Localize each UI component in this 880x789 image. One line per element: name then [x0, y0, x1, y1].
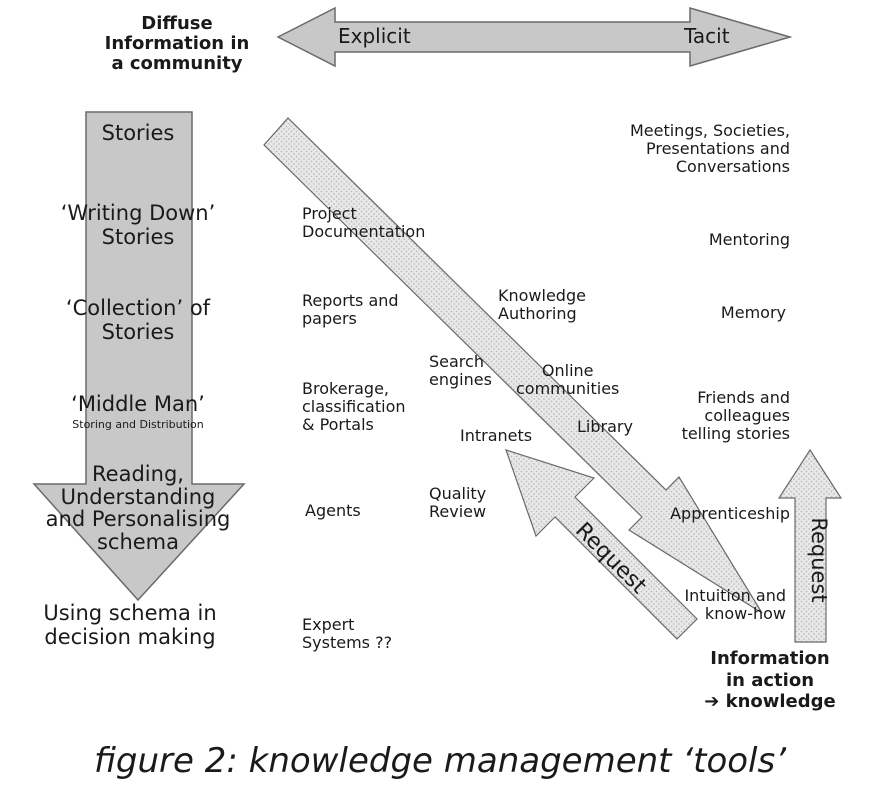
stage-reading-understanding: Reading, Understanding and Personalising…: [45, 462, 231, 555]
vertical-request-label: Request: [807, 517, 831, 602]
tool-brokerage-portals: Brokerage, classification & Portals: [302, 379, 406, 434]
diffuse-information-label: Diffuse Information in a community: [104, 13, 250, 74]
diagonal-progression-arrow: [263, 117, 763, 614]
tacit-mentoring: Mentoring: [708, 230, 790, 249]
tacit-meetings-societies: Meetings, Societies, Presentations and C…: [629, 121, 790, 176]
stages-down-arrow: [32, 111, 246, 602]
tool-search-engines: Search engines: [429, 352, 492, 389]
diagonal-request-arrow: [505, 449, 698, 640]
tool-library: Library: [577, 417, 633, 436]
stage-stories: Stories: [101, 121, 175, 145]
tool-agents: Agents: [305, 501, 361, 520]
vertical-request-arrow: [777, 448, 843, 643]
tool-expert-systems: Expert Systems ??: [302, 615, 393, 652]
information-in-action-label: Information in action ➔ knowledge: [704, 648, 836, 713]
tool-online-communities: Online communities: [516, 361, 620, 398]
tacit-apprenticeship: Apprenticeship: [670, 504, 790, 523]
tool-intranets: Intranets: [460, 426, 533, 445]
tacit-intuition-know-how: Intuition and know-how: [684, 586, 786, 623]
tool-reports-papers: Reports and papers: [302, 291, 399, 328]
figure-caption: figure 2: knowledge management ‘tools’: [93, 741, 787, 781]
explicit-tacit-arrow: [276, 6, 793, 68]
tacit-label: Tacit: [684, 24, 730, 48]
stage-using-schema: Using schema in decision making: [43, 601, 217, 649]
tool-knowledge-authoring: Knowledge Authoring: [498, 286, 586, 323]
tool-quality-review: Quality Review: [429, 484, 487, 521]
tacit-friends-colleagues: Friends and colleagues telling stories: [681, 388, 790, 443]
stage-writing-down-stories: ‘Writing Down’ Stories: [60, 201, 216, 249]
stage-collection-of-stories: ‘Collection’ of Stories: [65, 296, 211, 344]
explicit-label: Explicit: [338, 24, 411, 48]
tool-project-documentation: Project Documentation: [302, 204, 426, 241]
tacit-memory: Memory: [720, 303, 786, 322]
stage-middle-man: ‘Middle Man’ Storing and Distribution: [71, 392, 205, 431]
